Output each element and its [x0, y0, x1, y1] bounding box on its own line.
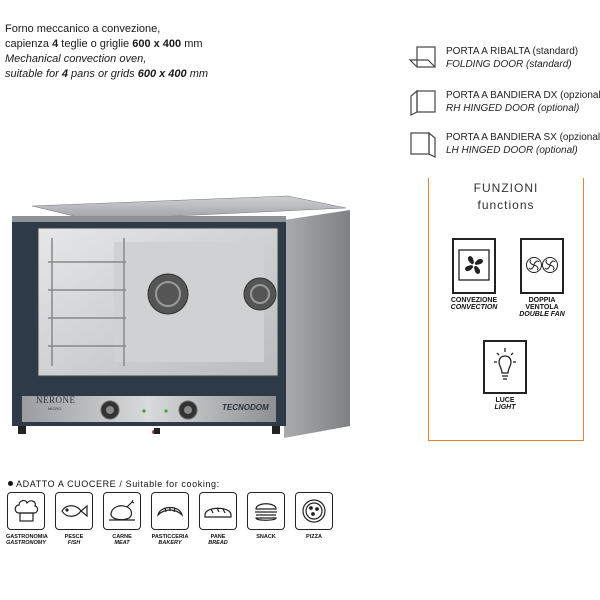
cook-item-bread: PANE BREAD: [198, 492, 238, 546]
door-folding-it: PORTA A RIBALTA (standard): [446, 46, 579, 57]
cook-snack-it: SNACK: [256, 534, 276, 540]
function-light: LUCE LIGHT: [480, 340, 530, 411]
door-rh-en: RH HINGED DOOR (optional): [446, 103, 580, 114]
light-bulb-icon: [483, 340, 527, 394]
door-option-lh: PORTA A BANDIERA SX (opzionale) LH HINGE…: [408, 128, 600, 162]
cook-fish-en: FISH: [67, 540, 81, 546]
brand-left: NERONE: [36, 395, 76, 405]
bread-icon: [199, 492, 237, 530]
fish-icon: [55, 492, 93, 530]
functions-title-it: FUNZIONI: [473, 181, 539, 195]
oven-image: NERONE MICRO TECNODOM: [8, 190, 360, 451]
door-option-folding: PORTA A RIBALTA (standard) FOLDING DOOR …: [408, 42, 598, 76]
door-rh-it: PORTA A BANDIERA DX (opzionale): [446, 90, 600, 101]
fan-icon: [452, 238, 496, 294]
croissant-icon: [151, 492, 189, 530]
function-convection-en: CONVECTION: [450, 304, 498, 311]
cook-item-bakery: PASTICCERIA BAKERY: [150, 492, 190, 546]
cook-item-gastronomy: GASTRONOMIA GASTRONOMY: [6, 492, 48, 546]
burger-icon: [247, 492, 285, 530]
intro-it-line1: Forno meccanico a convezione,: [5, 23, 161, 35]
function-light-en: LIGHT: [494, 404, 516, 411]
lh-hinged-door-icon: [410, 131, 436, 158]
functions-panel-right-border: [583, 178, 584, 440]
cooking-title: ADATTO A CUOCERE / Suitable for cooking:: [8, 479, 220, 489]
chef-hat-icon: [7, 492, 45, 530]
cook-bakery-en: BAKERY: [158, 540, 182, 546]
intro-text: Forno meccanico a convezione, capienza 4…: [5, 22, 265, 82]
brand-right: TECNODOM: [222, 403, 269, 412]
rh-hinged-door-icon: [410, 89, 436, 116]
roast-chicken-icon: [103, 492, 141, 530]
cook-item-fish: PESCE FISH: [54, 492, 94, 546]
intro-it-line2: capienza 4 teglie o griglie 600 x 400 mm: [5, 38, 203, 50]
door-lh-en: LH HINGED DOOR (optional): [446, 145, 578, 156]
pizza-icon: [295, 492, 333, 530]
intro-en-line1: Mechanical convection oven,: [5, 53, 147, 65]
door-folding-en: FOLDING DOOR (standard): [446, 59, 572, 70]
cook-item-meat: CARNE MEAT: [102, 492, 142, 546]
cook-bread-en: BREAD: [208, 540, 228, 546]
function-double-fan-it: DOPPIA VENTOLA: [525, 297, 559, 311]
cook-item-pizza: PIZZA: [294, 492, 334, 540]
functions-panel-left-border: [428, 178, 429, 440]
functions-title: FUNZIONI functions: [428, 180, 584, 214]
cook-bread-it: PANE: [210, 534, 226, 540]
door-lh-it: PORTA A BANDIERA SX (opzionale): [446, 132, 600, 143]
double-fan-icon: [520, 238, 564, 294]
functions-title-en: functions: [477, 198, 535, 212]
cook-gastronomy-it: GASTRONOMIA: [6, 534, 48, 540]
function-double-fan-en: DOUBLE FAN: [519, 311, 565, 318]
cook-item-snack: SNACK: [246, 492, 286, 540]
cook-pizza-it: PIZZA: [306, 534, 322, 540]
brand-left-sub: MICRO: [48, 406, 62, 411]
function-light-it: LUCE: [495, 397, 515, 404]
door-option-rh: PORTA A BANDIERA DX (opzionale) RH HINGE…: [408, 86, 600, 120]
functions-panel-bottom-border: [428, 440, 584, 441]
cook-gastronomy-en: GASTRONOMY: [6, 540, 47, 546]
function-convection-it: CONVEZIONE: [450, 297, 498, 304]
cook-fish-it: PESCE: [64, 534, 84, 540]
function-double-fan: DOPPIA VENTOLA DOUBLE FAN: [512, 238, 572, 318]
intro-en-line2: suitable for 4 pans or grids 600 x 400 m…: [5, 68, 209, 80]
function-convection: CONVEZIONE CONVECTION: [446, 238, 502, 311]
cook-meat-it: CARNE: [112, 534, 132, 540]
folding-door-icon: [408, 46, 436, 68]
cook-bakery-it: PASTICCERIA: [151, 534, 189, 540]
cook-meat-en: MEAT: [114, 540, 130, 546]
